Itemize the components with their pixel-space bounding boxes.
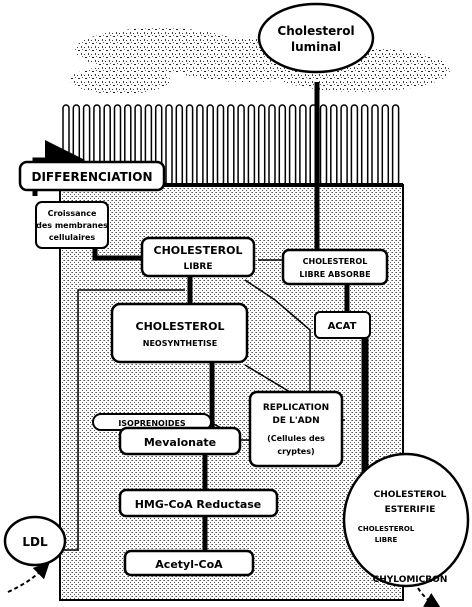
mevalonate-label: Mevalonate (144, 436, 216, 449)
microvillus (319, 104, 328, 186)
acetyl-label: Acetyl-CoA (155, 558, 223, 571)
absorbe-line2: LIBRE ABSORBE (299, 270, 370, 279)
cryptes-line2: cryptes) (277, 447, 314, 456)
microvillus (257, 104, 266, 186)
microvillus (185, 104, 194, 186)
microvillus (165, 104, 173, 186)
node-replication-adn: REPLICATION DE L'ADN (Cellules des crypt… (248, 390, 344, 468)
acat-label: ACAT (328, 321, 357, 332)
ldl-entry-arrow (7, 562, 50, 593)
microvillus (278, 104, 287, 186)
neosynth-line2: NEOSYNTHETISE (143, 339, 218, 348)
node-differenciation: DIFFERENCIATION (18, 160, 166, 192)
croissance-line1: Croissance (48, 209, 97, 218)
microvillus (237, 104, 245, 186)
microvillus (391, 104, 400, 186)
ldl-label: LDL (22, 535, 48, 549)
microvillus (299, 104, 307, 186)
node-cholesterol-luminal: Cholesterol luminal (257, 2, 375, 74)
microvillus (381, 104, 390, 186)
microvillus (330, 104, 338, 186)
chylomicron-label: CHYLOMICRON (373, 575, 448, 585)
brush-border-base (60, 183, 403, 187)
microvillus (350, 104, 359, 186)
cryptes-line1: (Cellules des (267, 434, 325, 443)
neosynth-line1: CHOLESTEROL (136, 320, 225, 333)
node-acetyl-coa: Acetyl-CoA (123, 549, 255, 577)
microvillus (227, 104, 235, 186)
isoprenoides-label: ISOPRENOIDES (118, 419, 186, 428)
microvillus (196, 104, 204, 186)
microvillus (216, 104, 225, 186)
microvillus (247, 104, 256, 186)
chylomicron-exit-arrow (417, 587, 441, 607)
esterifie-libre-line2: LIBRE (375, 536, 398, 544)
microvillus (268, 104, 276, 186)
hmg-label: HMG-CoA Reductase (135, 498, 262, 511)
node-acat: ACAT (314, 311, 371, 339)
esterifie-libre-line1: CHOLESTEROL (358, 525, 415, 533)
replication-line1: REPLICATION (263, 403, 329, 413)
microvillus (288, 104, 297, 186)
microvillus (340, 104, 348, 186)
absorbe-line1: CHOLESTEROL (303, 257, 368, 266)
esterifie-line2: ESTERIFIE (385, 505, 436, 515)
microvillus (206, 104, 214, 186)
croissance-line2: des membranes (36, 221, 108, 230)
node-cholesterol-libre-absorbe: CHOLESTEROL LIBRE ABSORBE (281, 248, 389, 286)
node-cholesterol-esterifie: CHOLESTEROL ESTERIFIE CHOLESTEROL LIBRE (342, 452, 470, 588)
node-cholesterol-neosynthetise: CHOLESTEROL NEOSYNTHETISE (110, 302, 249, 364)
node-croissance: Croissance des membranes cellulaires (35, 201, 109, 249)
replication-line2: DE L'ADN (272, 416, 319, 426)
cholesterol-libre-line2: LIBRE (183, 262, 212, 272)
node-mevalonate: Mevalonate (118, 426, 242, 456)
esterifie-line1: CHOLESTEROL (374, 490, 447, 500)
microvillus (175, 104, 184, 186)
cholesterol-luminal-line1: Cholesterol (277, 24, 354, 38)
croissance-line3: cellulaires (49, 233, 96, 242)
differenciation-label: DIFFERENCIATION (31, 170, 152, 184)
cholesterol-libre-line1: CHOLESTEROL (154, 244, 243, 257)
microvillus (360, 104, 369, 186)
node-ldl: LDL (3, 515, 67, 567)
node-hmg-coa-reductase: HMG-CoA Reductase (118, 488, 279, 518)
microvillus (371, 104, 379, 186)
node-cholesterol-libre: CHOLESTEROL LIBRE (140, 236, 256, 278)
cholesterol-luminal-line2: luminal (291, 40, 341, 54)
